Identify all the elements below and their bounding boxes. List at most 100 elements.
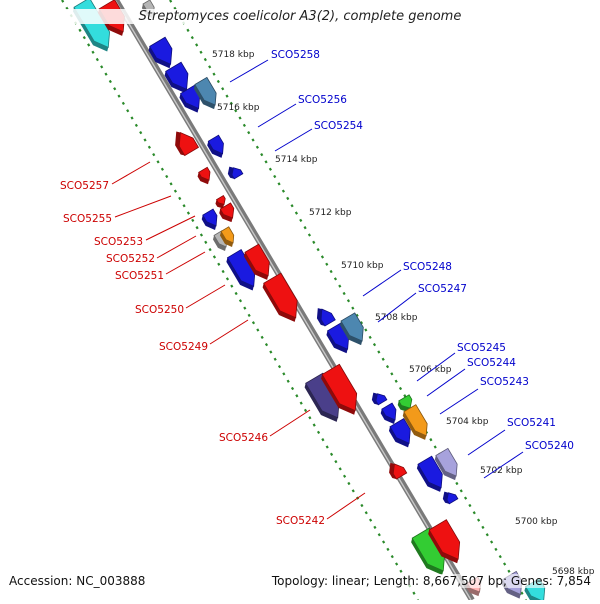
gene-sco5256-shadow <box>193 84 216 110</box>
gene-sco5248-shadow <box>316 308 325 326</box>
gene-sco5251-arrow[interactable] <box>220 226 237 245</box>
gene-sco5247-arrow[interactable] <box>340 312 369 345</box>
gene-sco5258[interactable] <box>147 36 180 73</box>
gene-blue-g-shadow <box>326 330 348 354</box>
leader-line-reverse <box>111 161 151 185</box>
gene-sco5254[interactable] <box>206 134 230 161</box>
gene-sco5256-arrow[interactable] <box>194 76 221 108</box>
leader-line-reverse <box>145 215 196 241</box>
gene-red-f[interactable] <box>218 202 240 225</box>
gene-label-forward[interactable]: SCO5241 <box>507 417 556 429</box>
gene-label-forward[interactable]: SCO5243 <box>480 376 529 388</box>
gene-sco5243[interactable] <box>387 418 417 452</box>
gene-sco5240[interactable] <box>433 447 463 483</box>
kbp-tick-label: 5698 kbp <box>552 567 595 577</box>
gene-sco5258-shadow <box>148 46 171 69</box>
gene-red-e-shadow <box>215 199 225 209</box>
gene-label-forward[interactable]: SCO5254 <box>314 120 363 132</box>
gene-sco5241-arrow[interactable] <box>417 455 448 492</box>
gene-sco5246b-shadow <box>321 374 356 415</box>
gene-sco5244-arrow[interactable] <box>381 402 400 423</box>
gene-blue-a[interactable] <box>163 61 196 98</box>
gene-sco5257-shadow <box>175 131 185 156</box>
gene-sco5253[interactable] <box>200 208 223 233</box>
gene-sco5243-arrow[interactable] <box>389 418 416 448</box>
kbp-tick-label: 5716 kbp <box>217 103 260 113</box>
gene-label-forward[interactable]: SCO5245 <box>457 342 506 354</box>
gene-label-reverse[interactable]: SCO5251 <box>115 270 164 282</box>
gene-sco5248-arrow[interactable] <box>317 306 336 327</box>
gene-sco5257-arrow[interactable] <box>174 128 200 157</box>
gene-sco5240-arrow[interactable] <box>435 447 462 479</box>
gene-sco5250-shadow <box>226 257 254 291</box>
gene-sco5243b[interactable] <box>401 404 433 444</box>
gene-red-bottom-arrow[interactable] <box>428 519 467 565</box>
gene-sco5246b-arrow[interactable] <box>321 363 364 415</box>
gene-label-forward[interactable]: SCO5244 <box>467 357 516 369</box>
gene-sco5241[interactable] <box>415 455 449 496</box>
gene-red-top-shadow <box>98 8 124 36</box>
gene-sco5257[interactable] <box>169 126 200 157</box>
gene-blue-h[interactable] <box>369 389 388 407</box>
kbp-tick-label: 5704 kbp <box>446 417 489 427</box>
leader-line-forward <box>257 103 297 128</box>
gene-red-bottom[interactable] <box>427 519 469 569</box>
gene-blue-c-arrow[interactable] <box>229 165 244 180</box>
kbp-tick-label: 5710 kbp <box>341 261 384 271</box>
gene-red-d[interactable] <box>196 166 215 187</box>
gene-sco5250b-arrow[interactable] <box>244 243 275 280</box>
gene-label-reverse[interactable]: SCO5252 <box>106 253 155 265</box>
gene-label-reverse[interactable]: SCO5255 <box>63 213 112 225</box>
gene-blue-b-shadow <box>179 93 199 113</box>
gene-sco5250b-shadow <box>243 252 269 280</box>
gene-blue-c[interactable] <box>225 163 244 181</box>
gene-label-forward[interactable]: SCO5258 <box>271 49 320 61</box>
leader-line-reverse <box>185 284 226 309</box>
gene-sco5254-arrow[interactable] <box>207 134 228 157</box>
gene-blue-i[interactable] <box>440 488 459 506</box>
gene-label-forward[interactable]: SCO5240 <box>525 440 574 452</box>
gene-label-reverse[interactable]: SCO5246 <box>219 432 268 444</box>
gene-sco5251[interactable] <box>218 226 238 249</box>
gene-label-reverse[interactable]: SCO5242 <box>276 515 325 527</box>
kbp-tick-label: 5700 kbp <box>515 517 558 527</box>
gene-sco5248[interactable] <box>313 303 336 327</box>
gene-sco5251-shadow <box>219 231 234 247</box>
gene-sco5258-arrow[interactable] <box>149 36 179 69</box>
gene-sco5250b[interactable] <box>242 243 276 284</box>
leader-line-forward <box>362 269 402 297</box>
accession-label: Accession: NC_003888 <box>9 574 146 588</box>
gene-label-forward[interactable]: SCO5256 <box>298 94 347 106</box>
gene-red-e[interactable] <box>214 194 229 211</box>
leader-line-forward <box>377 292 417 323</box>
gene-lav-bottom-shadow <box>501 579 521 599</box>
leader-line-forward <box>229 59 269 83</box>
gene-label-forward[interactable]: SCO5248 <box>403 261 452 273</box>
gene-sco5256[interactable] <box>192 76 222 112</box>
gene-sco5245[interactable] <box>396 394 417 416</box>
gene-sco5244-shadow <box>380 409 396 424</box>
gene-sco5245-arrow[interactable] <box>398 394 415 411</box>
gene-label-reverse[interactable]: SCO5257 <box>60 180 109 192</box>
gene-red-f-arrow[interactable] <box>219 202 237 221</box>
gene-sco5243-shadow <box>388 426 410 448</box>
gene-label-reverse[interactable]: SCO5249 <box>159 341 208 353</box>
kbp-tick-label: 5706 kbp <box>409 365 452 375</box>
gene-sco5242[interactable] <box>385 458 408 480</box>
gene-green-bottom-shadow <box>411 538 444 576</box>
gene-label-reverse[interactable]: SCO5253 <box>94 236 143 248</box>
tick-rail-reverse <box>61 0 419 601</box>
gene-sco5249-arrow[interactable] <box>263 272 305 323</box>
gene-label-reverse[interactable]: SCO5250 <box>135 304 184 316</box>
gene-blue-a-arrow[interactable] <box>165 61 195 94</box>
kbp-tick-label: 5718 kbp <box>212 50 255 60</box>
gene-label-forward[interactable]: SCO5247 <box>418 283 467 295</box>
gene-sco5246b[interactable] <box>320 363 366 420</box>
gene-sco5247[interactable] <box>338 312 370 349</box>
gene-sco5244[interactable] <box>379 402 402 427</box>
gene-sco5249[interactable] <box>261 272 306 327</box>
kbp-tick-label: 5702 kbp <box>480 466 523 476</box>
gene-red-bottom-shadow <box>428 529 459 564</box>
